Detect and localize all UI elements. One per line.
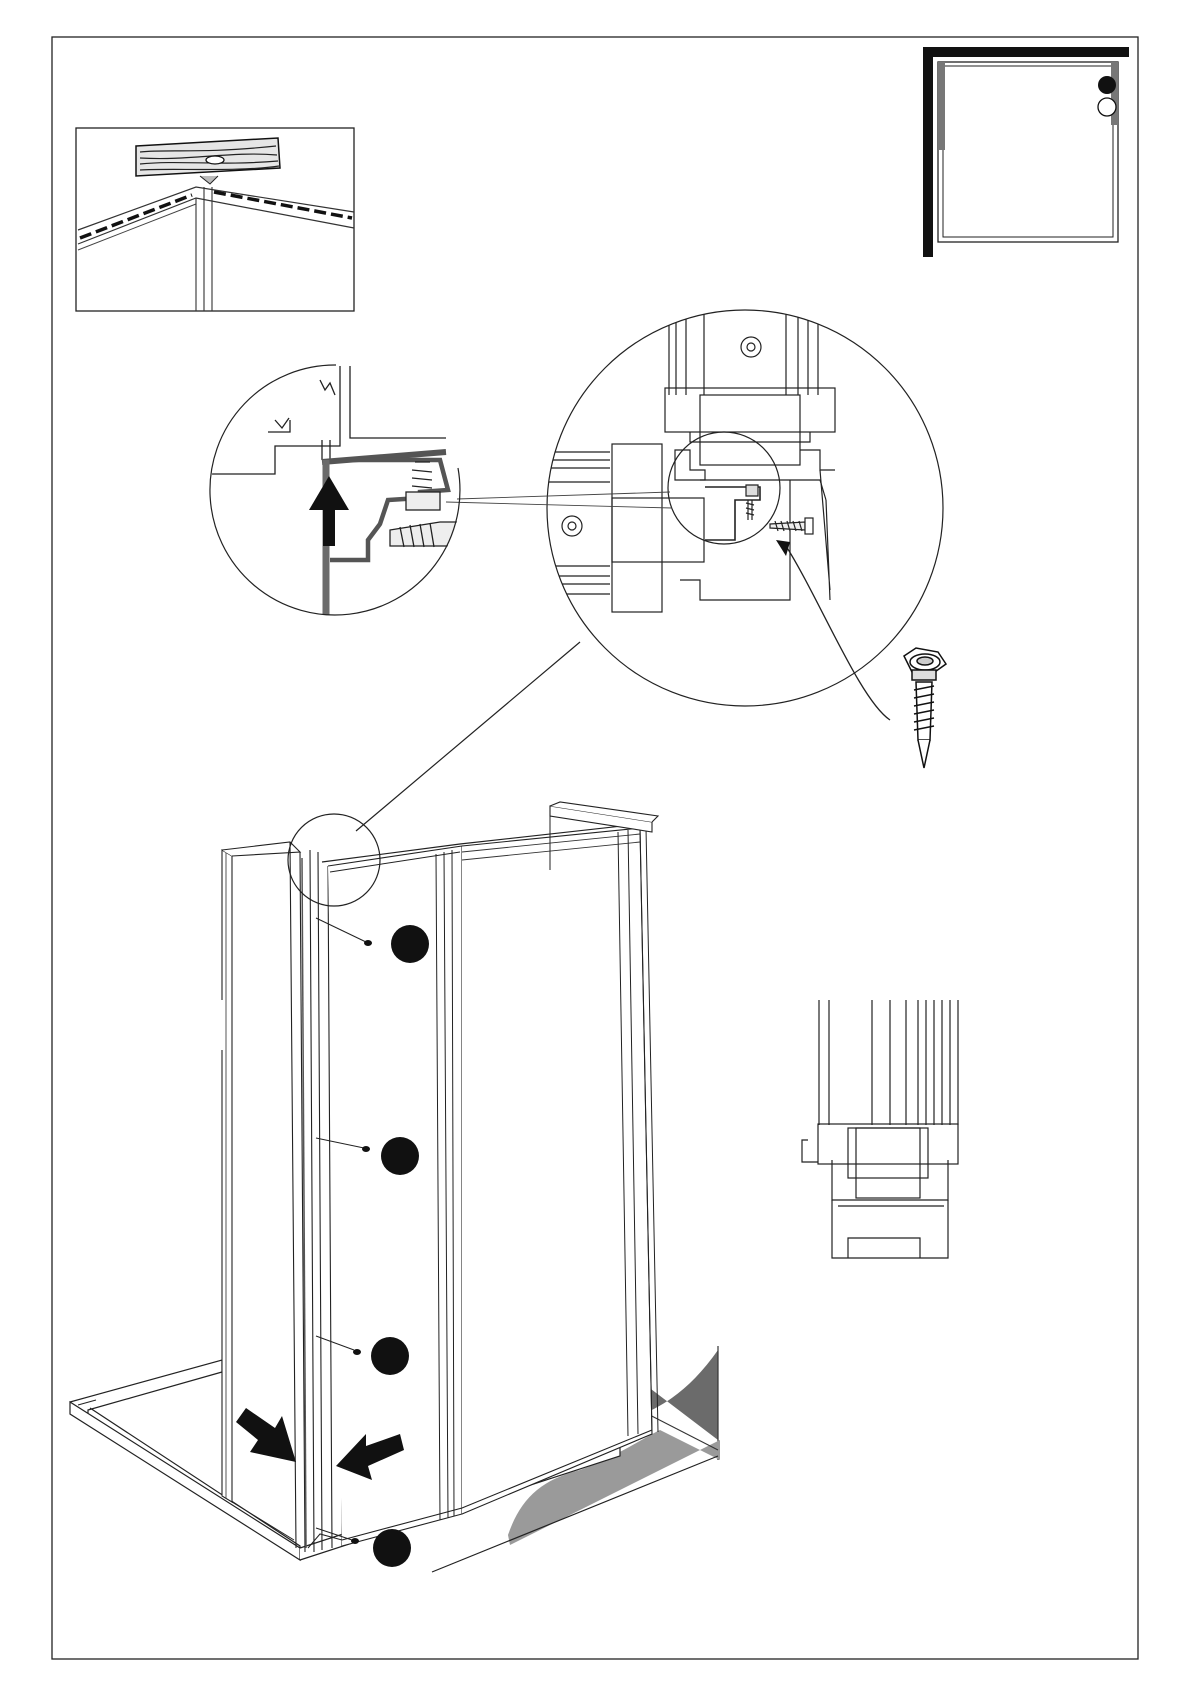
zoom-leader-line [356,642,580,831]
callout-marker-4 [373,1529,411,1567]
shower-enclosure [70,802,720,1572]
push-right-arrow [236,1408,296,1462]
location-map [923,47,1129,257]
self-drilling-screw-icon [904,648,946,768]
callout-marker-2 [381,1137,419,1175]
joint-detail-circle [540,305,943,720]
callout-marker-3 [371,1337,409,1375]
level-check-inset [76,128,354,311]
callout-marker-1 [391,925,429,963]
push-up-arrow [309,476,349,546]
profile-cross-section [802,1000,958,1258]
location-marker-filled [1098,76,1116,94]
push-up-detail-circle [205,365,478,618]
location-marker-empty [1098,98,1116,116]
